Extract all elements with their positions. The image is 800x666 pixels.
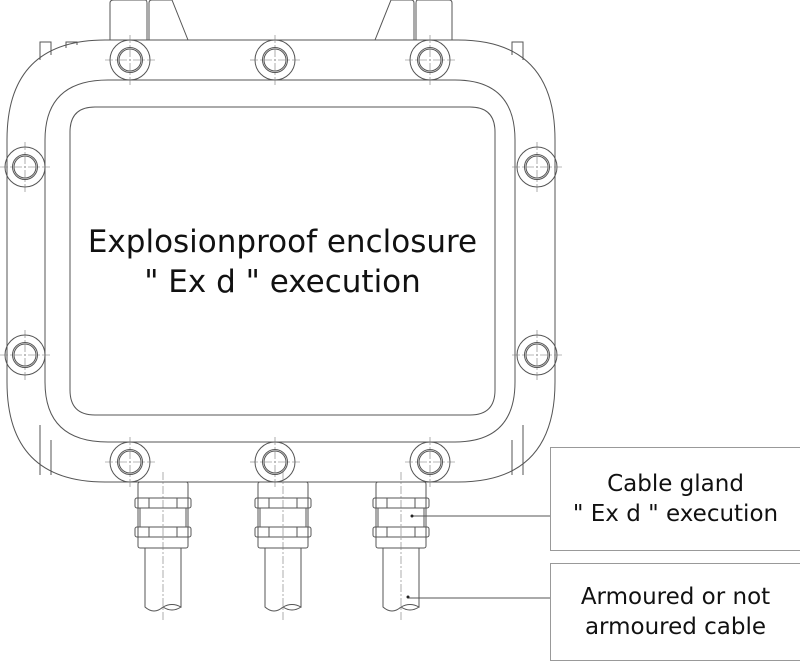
enclosure-label: Explosionproof enclosure " Ex d " execut… (40, 222, 525, 302)
cable-glands (134, 472, 430, 622)
cable-label-line1: Armoured or not (580, 584, 771, 610)
bolt-icon (105, 35, 155, 85)
cable-gland-label-line1: Cable gland (607, 471, 744, 497)
bolts (0, 35, 562, 487)
cable-gland (372, 472, 430, 622)
bolt-icon (105, 437, 155, 487)
bolt-icon (512, 142, 562, 192)
cable (264, 548, 302, 612)
cable-label: Armoured or not armoured cable (550, 563, 800, 661)
leader-lines (406, 514, 550, 599)
cable-gland-label-line2: " Ex d " execution (572, 501, 779, 527)
enclosure-body (6, 39, 556, 483)
cable (144, 548, 182, 612)
cable-gland-label: Cable gland " Ex d " execution (550, 447, 800, 551)
bolt-icon (0, 330, 50, 380)
bolt-icon (0, 142, 50, 192)
bolt-icon (250, 35, 300, 85)
enclosure-label-line2: " Ex d " execution (144, 264, 421, 300)
cable (382, 548, 420, 612)
cable-gland (134, 472, 192, 622)
bolt-icon (512, 330, 562, 380)
cover-panel (69, 106, 496, 416)
cable-label-line2: armoured cable (584, 614, 767, 640)
bolt-icon (405, 437, 455, 487)
bolt-icon (250, 437, 300, 487)
top-lugs (39, 0, 524, 475)
bolt-icon (405, 35, 455, 85)
cable-gland (254, 472, 312, 622)
enclosure-label-line1: Explosionproof enclosure (87, 224, 478, 260)
